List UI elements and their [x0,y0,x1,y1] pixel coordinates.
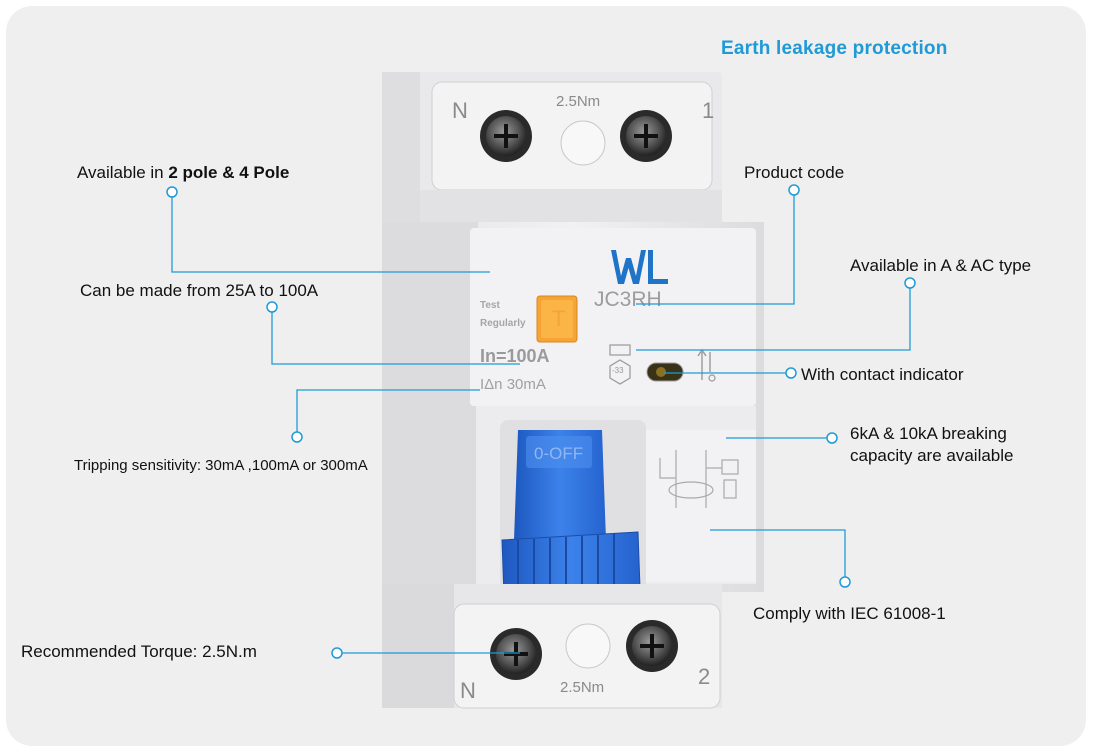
callout-torque: Recommended Torque: 2.5N.m [21,642,257,661]
callout-product-code: Product code [744,163,845,182]
circuit-schematic [659,450,739,508]
callout-breaking-line2: capacity are available [850,446,1014,465]
callout-standard: Comply with IEC 61008-1 [753,604,946,623]
test-button-letter: T [552,306,566,331]
callout-breaking-line1: 6kA & 10kA breaking [850,424,1007,443]
torque-mark-top: 2.5Nm [556,93,601,110]
lever-off-mark: 0-OFF [534,444,584,463]
ring-mark: -33 [612,366,624,375]
terminal-label-1: 1 [702,98,715,123]
torque-mark-bottom: 2.5Nm [560,679,605,696]
page-title: Earth leakage protection [721,38,948,59]
model-code: JC3RH [594,288,662,311]
toggle-lever [501,430,641,597]
rated-current: In=100A [480,346,550,366]
rated-residual-current: IΔn 30mA [480,376,546,393]
screw-bottom-right [626,620,678,672]
callout-contact-indicator: With contact indicator [801,365,964,384]
callout-type: Available in A & AC type [850,256,1032,275]
terminal-label-n-top: N [452,98,468,123]
screw-top-left [480,110,532,162]
callout-current-range: Can be made from 25A to 100A [80,281,319,300]
top-test-hole [560,120,606,166]
regularly-label: Regularly [480,318,526,329]
terminal-label-n-bottom: N [460,678,476,703]
callout-tripping-sensitivity: Tripping sensitivity: 30mA ,100mA or 300… [74,457,368,474]
terminal-label-2: 2 [698,664,711,689]
screw-bottom-left [490,628,542,680]
bottom-test-hole [565,623,611,669]
screw-top-right [620,110,672,162]
test-label: Test [480,300,500,311]
callout-poles: Available in 2 pole & 4 Pole [77,163,290,182]
